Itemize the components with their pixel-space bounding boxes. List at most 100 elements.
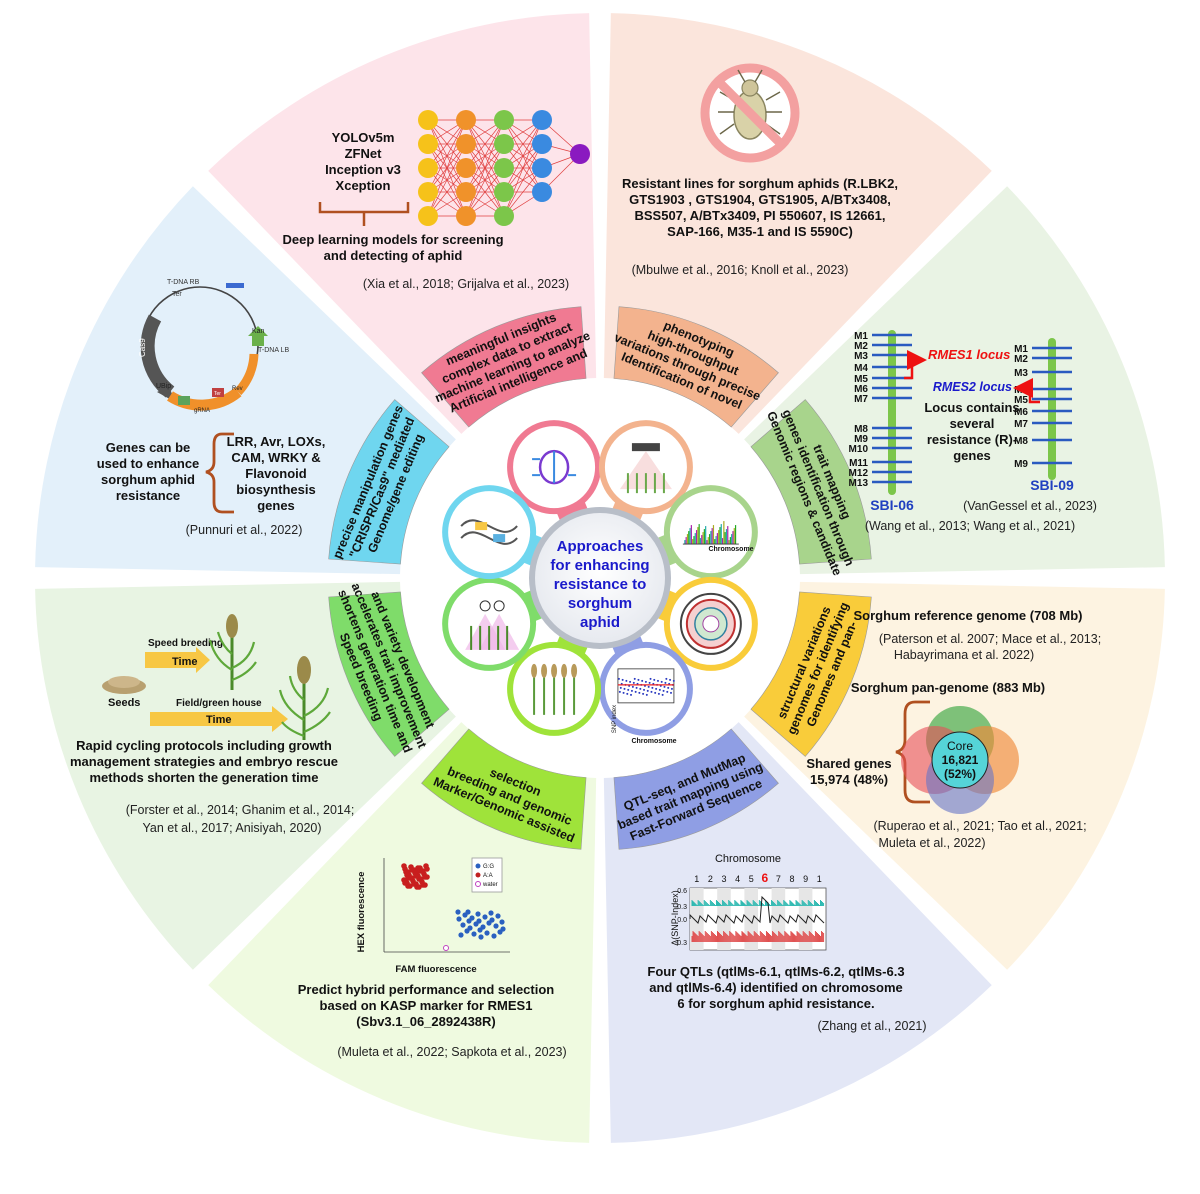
- kasp-point-aa-39: [415, 865, 421, 871]
- chr1-marker-7: M7: [854, 394, 868, 405]
- speed-desc-line3: methods shorten the generation time: [90, 770, 319, 785]
- editing-lead-4: resistance: [116, 488, 180, 503]
- kasp-point-gg-14: [460, 922, 466, 928]
- kasp-legend: G:G A:A water: [471, 857, 503, 893]
- kasp-point-water: [443, 945, 449, 951]
- plasmid-label-9: Rev: [232, 386, 243, 392]
- genes-bracket-icon: [205, 432, 234, 514]
- plasmid-label-8: Ter: [214, 391, 221, 397]
- band-mas: [421, 728, 587, 850]
- mas-desc-line3: (Sbv3.1_06_2892438R): [356, 1014, 496, 1029]
- plasmid-label-4: Kan: [252, 328, 265, 335]
- kasp-point-gg-13: [495, 913, 501, 919]
- sorghum-plant-icon: [208, 614, 257, 690]
- center-title-line2: for enhancing: [550, 557, 649, 574]
- shared-genes-2: 15,974 (48%): [810, 772, 888, 787]
- ai-model-2: ZFNet: [345, 146, 383, 161]
- qtl-chromosome-4: 4: [735, 874, 740, 884]
- qtl-chart-title: Chromosome: [715, 853, 781, 865]
- ai-model-1: YOLOv5m: [332, 130, 395, 145]
- chr2-marker-8: M8: [1014, 436, 1028, 447]
- chr1-marker-2: M2: [854, 341, 868, 352]
- bubble-chromosome-label-2: Chromosome: [631, 738, 676, 745]
- kasp-point-gg-28: [476, 918, 482, 924]
- pheno-desc-line2: GTS1903 , GTS1904, GTS1905, A/BTx3408,: [629, 192, 891, 207]
- plasmid-label-6: UBip: [156, 383, 171, 390]
- band-ai: [421, 306, 587, 428]
- center-title-line1: Approaches: [557, 538, 644, 555]
- locus-note-4: genes: [953, 448, 991, 463]
- kasp-panel: FAM fluorescence HEX fluorescence G:G A:…: [298, 857, 567, 1059]
- pheno-desc-line4: SAP-166, M35-1 and IS 5590C): [667, 224, 853, 239]
- bracket-icon: [318, 202, 410, 226]
- center-title-line4: sorghum: [568, 595, 632, 612]
- bubble-icon-ffs: [617, 668, 675, 704]
- speed-time: Time: [172, 656, 197, 668]
- mas-desc-line1: Predict hybrid performance and selection: [298, 982, 555, 997]
- qtl-chromosome-2: 2: [708, 874, 713, 884]
- kasp-point-gg-17: [493, 923, 499, 929]
- ref-genome-title: Sorghum reference genome (708 Mb): [854, 608, 1083, 623]
- editing-lead-2: used to enhance: [97, 456, 200, 471]
- kasp-point-gg-27: [465, 909, 471, 915]
- chr1-marker-13: M13: [849, 478, 869, 489]
- kasp-point-gg-16: [482, 914, 488, 920]
- kasp-point-gg-18: [458, 932, 464, 938]
- venn-diagram-icon: [901, 706, 1019, 814]
- chr2-marker-1: M1: [1014, 344, 1028, 355]
- plasmid-map-icon: [140, 283, 268, 411]
- legend-gg: G:G: [483, 864, 494, 870]
- kasp-point-gg-20: [480, 924, 486, 930]
- band-genomes: [750, 591, 872, 757]
- inner-bands: [328, 306, 872, 850]
- qtl-chromosome-1: 1: [694, 874, 699, 884]
- genes-line-5: genes: [257, 498, 295, 513]
- chr1-marker-3: M3: [854, 351, 868, 362]
- locus-note-2: several: [950, 416, 995, 431]
- speed-citation-2: Yan et al., 2017; Anisiyah, 2020): [142, 821, 321, 835]
- plasmid-label-2: Ter: [172, 291, 182, 298]
- kasp-point-gg-24: [478, 934, 484, 940]
- chr2-marker-2: M2: [1014, 354, 1028, 365]
- ffs-desc-line3: 6 for sorghum aphid resistance.: [677, 996, 874, 1011]
- speed-desc-line2: management strategies and embryo rescue: [70, 754, 338, 769]
- bubble-icon-pheno: [619, 443, 672, 494]
- qtl-chromosome-3: 3: [721, 874, 726, 884]
- core-label-3: (52%): [944, 767, 976, 781]
- qtl-ytick-3: 0.0: [677, 917, 687, 924]
- plasmid-label-1: T-DNA RB: [167, 279, 200, 286]
- shared-genes-1: Shared genes: [806, 756, 891, 771]
- genes-line-4: biosynthesis: [236, 482, 315, 497]
- qtl-chromosome-8: 8: [789, 874, 794, 884]
- bubble-editing: [442, 485, 537, 580]
- qtl-chromosome-7: 7: [776, 874, 781, 884]
- legend-water: water: [482, 882, 498, 888]
- kasp-point-aa-35: [411, 881, 417, 887]
- chr2-marker-5: M5: [1014, 395, 1028, 406]
- chr1-marker-10: M10: [849, 444, 869, 455]
- speed-citation-1: (Forster et al., 2014; Ghanim et al., 20…: [126, 803, 355, 817]
- speed-desc-line1: Rapid cycling protocols including growth: [76, 738, 332, 753]
- genes-line-1: LRR, Avr, LOXs,: [227, 434, 326, 449]
- kasp-point-gg-19: [469, 915, 475, 921]
- bubble-icon-mapping: [682, 521, 739, 545]
- chr1-marker-6: M6: [854, 384, 868, 395]
- band-editing: [328, 399, 450, 565]
- kasp-point-aa-37: [413, 873, 419, 879]
- ai-desc-line2: and detecting of aphid: [324, 248, 463, 263]
- rmes2-label: RMES2 locus: [933, 380, 1012, 394]
- kasp-scatter-chart: [383, 858, 510, 953]
- chr2-marker-6: M6: [1014, 407, 1028, 418]
- band-mapping: [750, 399, 872, 565]
- field-arrow-icon: [150, 706, 288, 732]
- kasp-point-gg-15: [471, 931, 477, 937]
- plasmid-label-7: gRNA: [194, 408, 210, 414]
- band-pheno: [613, 306, 779, 428]
- ai-desc-line1: Deep learning models for screening: [282, 232, 503, 247]
- kasp-point-gg-7: [475, 911, 481, 917]
- editing-citation: (Punnuri et al., 2022): [186, 523, 303, 537]
- field-time: Time: [206, 714, 231, 726]
